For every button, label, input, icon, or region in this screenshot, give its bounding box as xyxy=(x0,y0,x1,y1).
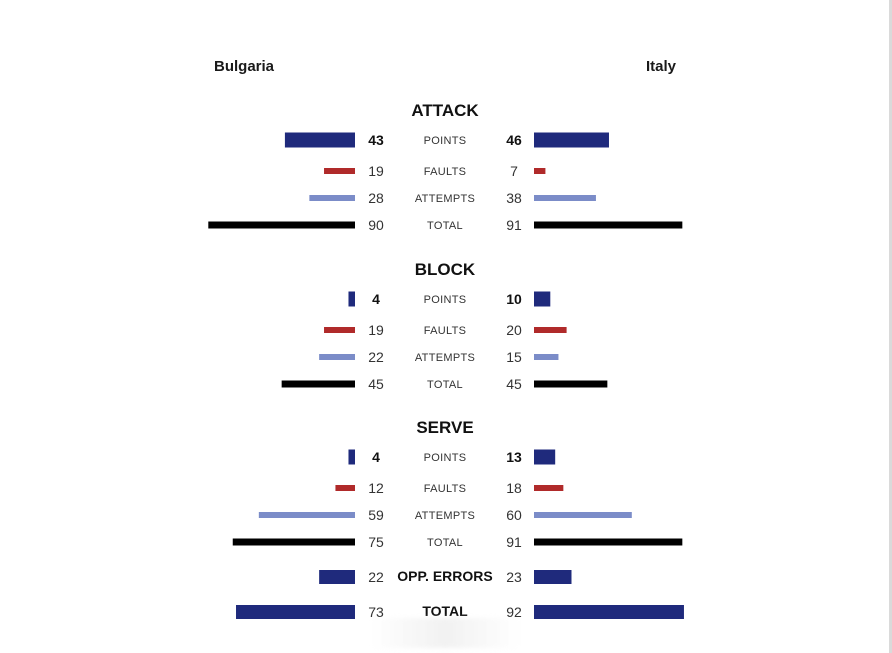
section-serve-points-bar-left xyxy=(348,449,355,465)
section-block-points-value-right: 10 xyxy=(506,291,522,307)
section-block-total-bar-left xyxy=(281,380,355,388)
section-block-total-label: TOTAL xyxy=(427,379,463,391)
section-block-attempts-label: ATTEMPTS xyxy=(415,352,475,364)
section-block-attempts-value-left: 22 xyxy=(368,349,384,365)
section-block-faults-bar-left xyxy=(324,327,355,333)
summary-total-value-left: 73 xyxy=(368,604,384,620)
summary-opp-errors-bar-left xyxy=(319,570,355,584)
section-block-points-bar-right xyxy=(534,291,551,307)
section-serve-faults-value-right: 18 xyxy=(506,480,522,496)
summary-total-label: TOTAL xyxy=(422,603,468,619)
section-block-points-label: POINTS xyxy=(424,294,467,306)
section-serve-total-value-left: 75 xyxy=(368,534,384,550)
section-attack-faults-label: FAULTS xyxy=(424,166,467,178)
section-block-attempts-value-right: 15 xyxy=(506,349,522,365)
section-attack-points-bar-right xyxy=(534,132,609,148)
section-attack-attempts-label: ATTEMPTS xyxy=(415,193,475,205)
section-attack-points-value-left: 43 xyxy=(368,132,384,148)
team-left-label: Bulgaria xyxy=(214,58,275,75)
section-block-faults-value-left: 19 xyxy=(368,322,384,338)
section-attack-total-bar-right xyxy=(534,221,683,229)
section-serve-title: SERVE xyxy=(416,418,473,437)
section-attack-title: ATTACK xyxy=(411,101,479,120)
section-attack-total-label: TOTAL xyxy=(427,220,463,232)
section-attack-total-bar-left xyxy=(208,221,355,229)
section-block-points-bar-left xyxy=(348,291,355,307)
section-serve-total-bar-left xyxy=(232,538,355,546)
section-attack-faults-bar-right xyxy=(534,168,546,174)
section-serve-attempts-label: ATTEMPTS xyxy=(415,510,475,522)
section-attack-faults-bar-left xyxy=(324,168,355,174)
section-serve-points-value-right: 13 xyxy=(506,449,522,465)
section-serve-attempts-bar-right xyxy=(534,512,632,518)
section-attack-points-value-right: 46 xyxy=(506,132,522,148)
section-block-points-value-left: 4 xyxy=(372,291,380,307)
summary-opp-errors-label: OPP. ERRORS xyxy=(397,568,492,584)
section-block-attempts-bar-right xyxy=(534,354,559,360)
section-attack-attempts-value-right: 38 xyxy=(506,190,522,206)
section-serve-attempts-value-right: 60 xyxy=(506,507,522,523)
section-serve-points-value-left: 4 xyxy=(372,449,380,465)
summary-opp-errors-value-right: 23 xyxy=(506,569,522,585)
section-serve-faults-bar-right xyxy=(534,485,564,491)
summary-opp-errors-value-left: 22 xyxy=(368,569,384,585)
section-serve-points-bar-right xyxy=(534,449,556,465)
section-attack-faults-value-right: 7 xyxy=(510,163,518,179)
section-serve-faults-value-left: 12 xyxy=(368,480,384,496)
section-serve-attempts-value-left: 59 xyxy=(368,507,384,523)
summary-opp-errors-bar-right xyxy=(534,570,572,584)
section-block-faults-value-right: 20 xyxy=(506,322,522,338)
section-attack-points-bar-left xyxy=(284,132,355,148)
summary-total-bar-left xyxy=(236,605,355,619)
summary-total-bar-right xyxy=(534,605,684,619)
section-block-attempts-bar-left xyxy=(319,354,355,360)
section-block-faults-label: FAULTS xyxy=(424,325,467,337)
right-border xyxy=(889,0,892,653)
section-serve-total-bar-right xyxy=(534,538,683,546)
section-serve-faults-label: FAULTS xyxy=(424,483,467,495)
section-attack-attempts-bar-right xyxy=(534,195,596,201)
section-block-total-value-right: 45 xyxy=(506,376,522,392)
section-block-total-bar-right xyxy=(534,380,608,388)
section-attack-total-value-left: 90 xyxy=(368,217,384,233)
watermark xyxy=(370,618,520,648)
section-serve-total-label: TOTAL xyxy=(427,537,463,549)
section-attack-total-value-right: 91 xyxy=(506,217,522,233)
section-attack-attempts-value-left: 28 xyxy=(368,190,384,206)
section-block-faults-bar-right xyxy=(534,327,567,333)
team-right-label: Italy xyxy=(646,58,677,75)
section-attack-attempts-bar-left xyxy=(309,195,355,201)
section-block-total-value-left: 45 xyxy=(368,376,384,392)
section-attack-points-label: POINTS xyxy=(424,135,467,147)
section-serve-faults-bar-left xyxy=(335,485,355,491)
section-serve-points-label: POINTS xyxy=(424,452,467,464)
section-serve-attempts-bar-left xyxy=(258,512,355,518)
section-serve-total-value-right: 91 xyxy=(506,534,522,550)
section-block-title: BLOCK xyxy=(415,260,476,279)
section-attack-faults-value-left: 19 xyxy=(368,163,384,179)
summary-total-value-right: 92 xyxy=(506,604,522,620)
